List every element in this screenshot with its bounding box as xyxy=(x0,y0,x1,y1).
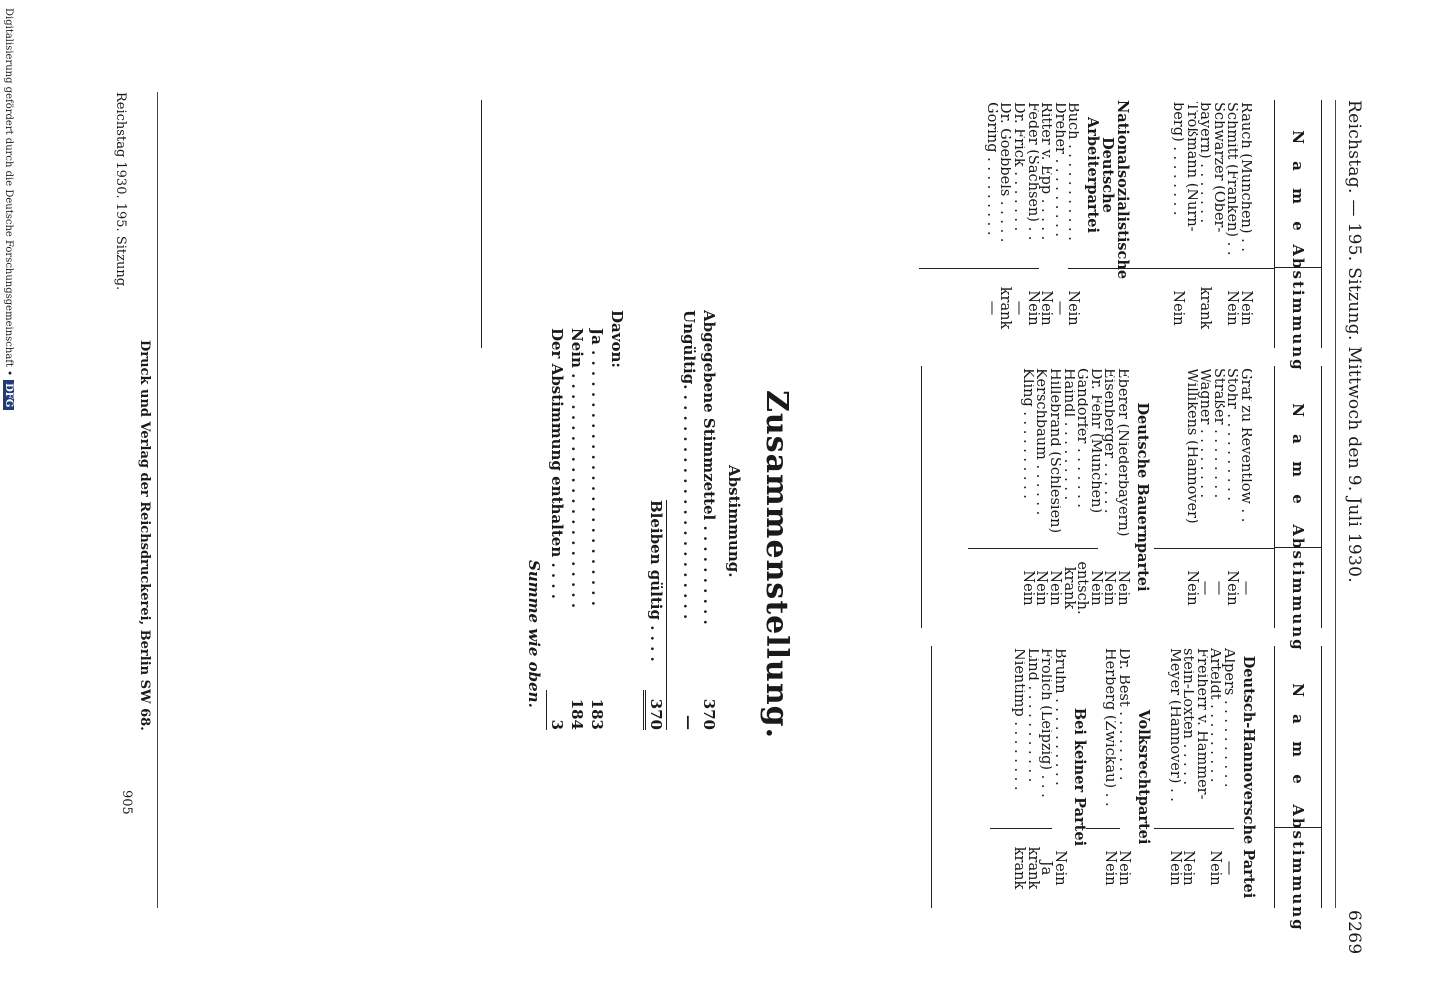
footer-page: 905 xyxy=(119,790,134,815)
table-row: Straßer . . . . . . . .— xyxy=(1210,368,1227,596)
table-header: N a m e Abstimmung xyxy=(1274,646,1321,932)
header-rule xyxy=(1335,100,1336,908)
table-row: Buch . . . . . . . . . . .Nein xyxy=(1065,102,1082,326)
vote-column-header: Abstimmung xyxy=(1289,804,1307,932)
table-row: Kling . . . . . . . . . .Nein xyxy=(1019,368,1036,606)
column-divider xyxy=(1068,268,1274,269)
column-divider xyxy=(990,828,1052,829)
table-row: Ritter v. Epp . . . . .Nein xyxy=(1038,102,1055,326)
table-row: Nientimp . . . . . . . .krank xyxy=(1011,648,1028,890)
column-divider xyxy=(968,548,1098,549)
credit-text: Digitalisierung gefördert durch die Deut… xyxy=(3,8,14,377)
digitization-credit: Digitalisierung gefördert durch die Deut… xyxy=(3,8,14,411)
table-row: Eberer (Niederbayern)Nein xyxy=(1115,368,1132,606)
summary-row: Abgegebene Stimmzettel . . . . . . . . .… xyxy=(700,310,718,730)
printer-imprint: Druck und Verlag der Reichsdruckerei, Be… xyxy=(137,340,152,731)
party-heading: Deutsch-Hannoversche Partei xyxy=(1240,655,1257,899)
summary-title: Zusammenstellung. xyxy=(759,390,794,740)
table-header: N a m e Abstimmung xyxy=(1274,100,1321,372)
table-row: Willikens (Hannover)Nein xyxy=(1183,368,1200,606)
summary-row: Nein . . . . . . . . . . . . . . . . . .… xyxy=(568,328,586,730)
table-row: Lind . . . . . . . . . . .krank xyxy=(1024,648,1041,890)
table-row: Kerschbaum . . . . . .Nein xyxy=(1033,368,1050,606)
party-heading: Bei keiner Partei xyxy=(1070,707,1088,847)
table-row: Dr. Goebbels . . . . .krank xyxy=(997,102,1014,330)
summary-row: Der Abstimmung enthalten . . . . 3 xyxy=(546,328,567,730)
table-row: bayern) . . . . . . .krank xyxy=(1197,102,1214,330)
column-divider xyxy=(1086,828,1120,829)
table-row: Feder (Sachsen) . .Nein xyxy=(1024,102,1041,326)
table-row: Dr. Fehr (München)Nein xyxy=(1087,368,1104,606)
table-row: Graf zu Reventlow . .— xyxy=(1238,368,1254,596)
table-row: Hillebrand (Schlesien)Nein xyxy=(1047,368,1064,606)
party-heading: Deutsche Bauernpartei xyxy=(1134,402,1152,592)
table-row: Meyer (Hannover) . .Nein xyxy=(1166,648,1183,886)
page-number: 6269 xyxy=(1344,910,1364,955)
column-divider xyxy=(1154,548,1274,549)
summary-davon: Davon: xyxy=(608,310,626,368)
table-row: Dr. Frick . . . . . . .— xyxy=(1011,102,1028,316)
table-row: Freiherr v. Hammer- xyxy=(1194,648,1208,800)
table-row: Alpers . . . . . . . . . .— xyxy=(1221,648,1237,876)
table-row: berg) . . . . . . . .Nein xyxy=(1170,102,1187,326)
table-row: Eisenberger . . . . . .Nein xyxy=(1101,368,1118,606)
table-row: Schmitt (Franken) . .Nein xyxy=(1224,102,1241,326)
table-row: Troßmann (Nürn- xyxy=(1184,102,1198,232)
table-row: Dreher . . . . . . . . .— xyxy=(1051,102,1068,316)
summary-row: Ja . . . . . . . . . . . . . . . . . . .… xyxy=(588,328,606,730)
summary-row: Ungültig. . . . . . . . . . . . . . . . … xyxy=(680,310,698,730)
table-row: Schwarzer (Ober- xyxy=(1211,102,1225,233)
table-row: Dr. Best . . . . . . . .Nein xyxy=(1116,648,1133,886)
dfg-logo: DFG xyxy=(3,380,14,411)
footer-rule xyxy=(157,92,158,908)
summary-block: Abgegebene Stimmzettel . . . . . . . . .… xyxy=(524,310,719,730)
table-row: Frölich (Leipzig) . . .Ja xyxy=(1038,648,1055,876)
column-divider xyxy=(919,268,1039,269)
table-body: Deutsch-Hannoversche Partei Alpers . . .… xyxy=(932,646,1274,908)
table-row: stein-Loxten . . . . .Nein xyxy=(1180,648,1197,886)
summary-row: Bleiben gültig . . . . 370 xyxy=(643,310,667,730)
table-row: Göring . . . . . . . . .— xyxy=(983,102,1000,316)
table-row: Gandorfer . . . . . . .entsch. xyxy=(1074,368,1091,615)
vote-table-3: N a m e Abstimmung Deutsch-Hannoversche … xyxy=(931,646,1322,932)
table-row: Rauch (München) . .Nein xyxy=(1238,102,1254,326)
vote-column-header: Abstimmung xyxy=(1289,244,1307,372)
table-header: N a m e Abstimmung xyxy=(1274,366,1321,652)
table-row: Stöhr . . . . . . . . . .Nein xyxy=(1224,368,1241,606)
name-column-header: N a m e xyxy=(1275,100,1321,268)
table-row: Bruhn . . . . . . . . . .Nein xyxy=(1051,648,1068,886)
summary-subtitle: Abstimmung. xyxy=(725,465,743,578)
table-row: Arteldt . . . . . . . . .Nein xyxy=(1207,648,1224,886)
table-row: Haindl . . . . . . . . .krank xyxy=(1060,368,1077,610)
vote-column-header: Abstimmung xyxy=(1289,524,1307,652)
table-row: Wagner . . . . . . . .— xyxy=(1197,368,1214,596)
footer-left: Reichstag 1930. 195. Sitzung. xyxy=(113,92,128,291)
vote-table-2: N a m e Abstimmung Graf zu Reventlow . .… xyxy=(921,366,1322,652)
party-heading: Nationalsozialistische Deutsche Arbeiter… xyxy=(1084,100,1132,280)
name-column-header: N a m e xyxy=(1275,646,1321,828)
table-body: Graf zu Reventlow . .— Stöhr . . . . . .… xyxy=(922,366,1274,628)
name-column-header: N a m e xyxy=(1275,366,1321,548)
party-heading: Volksrechtpartei xyxy=(1135,709,1153,845)
running-header: Reichstag. — 195. Sitzung. Mittwoch den … xyxy=(1344,100,1364,583)
table-row: Herberg (Zwickau) . .Nein xyxy=(1102,648,1119,886)
column-divider xyxy=(1154,828,1234,829)
summary-total: Summe wie oben. xyxy=(525,560,543,708)
